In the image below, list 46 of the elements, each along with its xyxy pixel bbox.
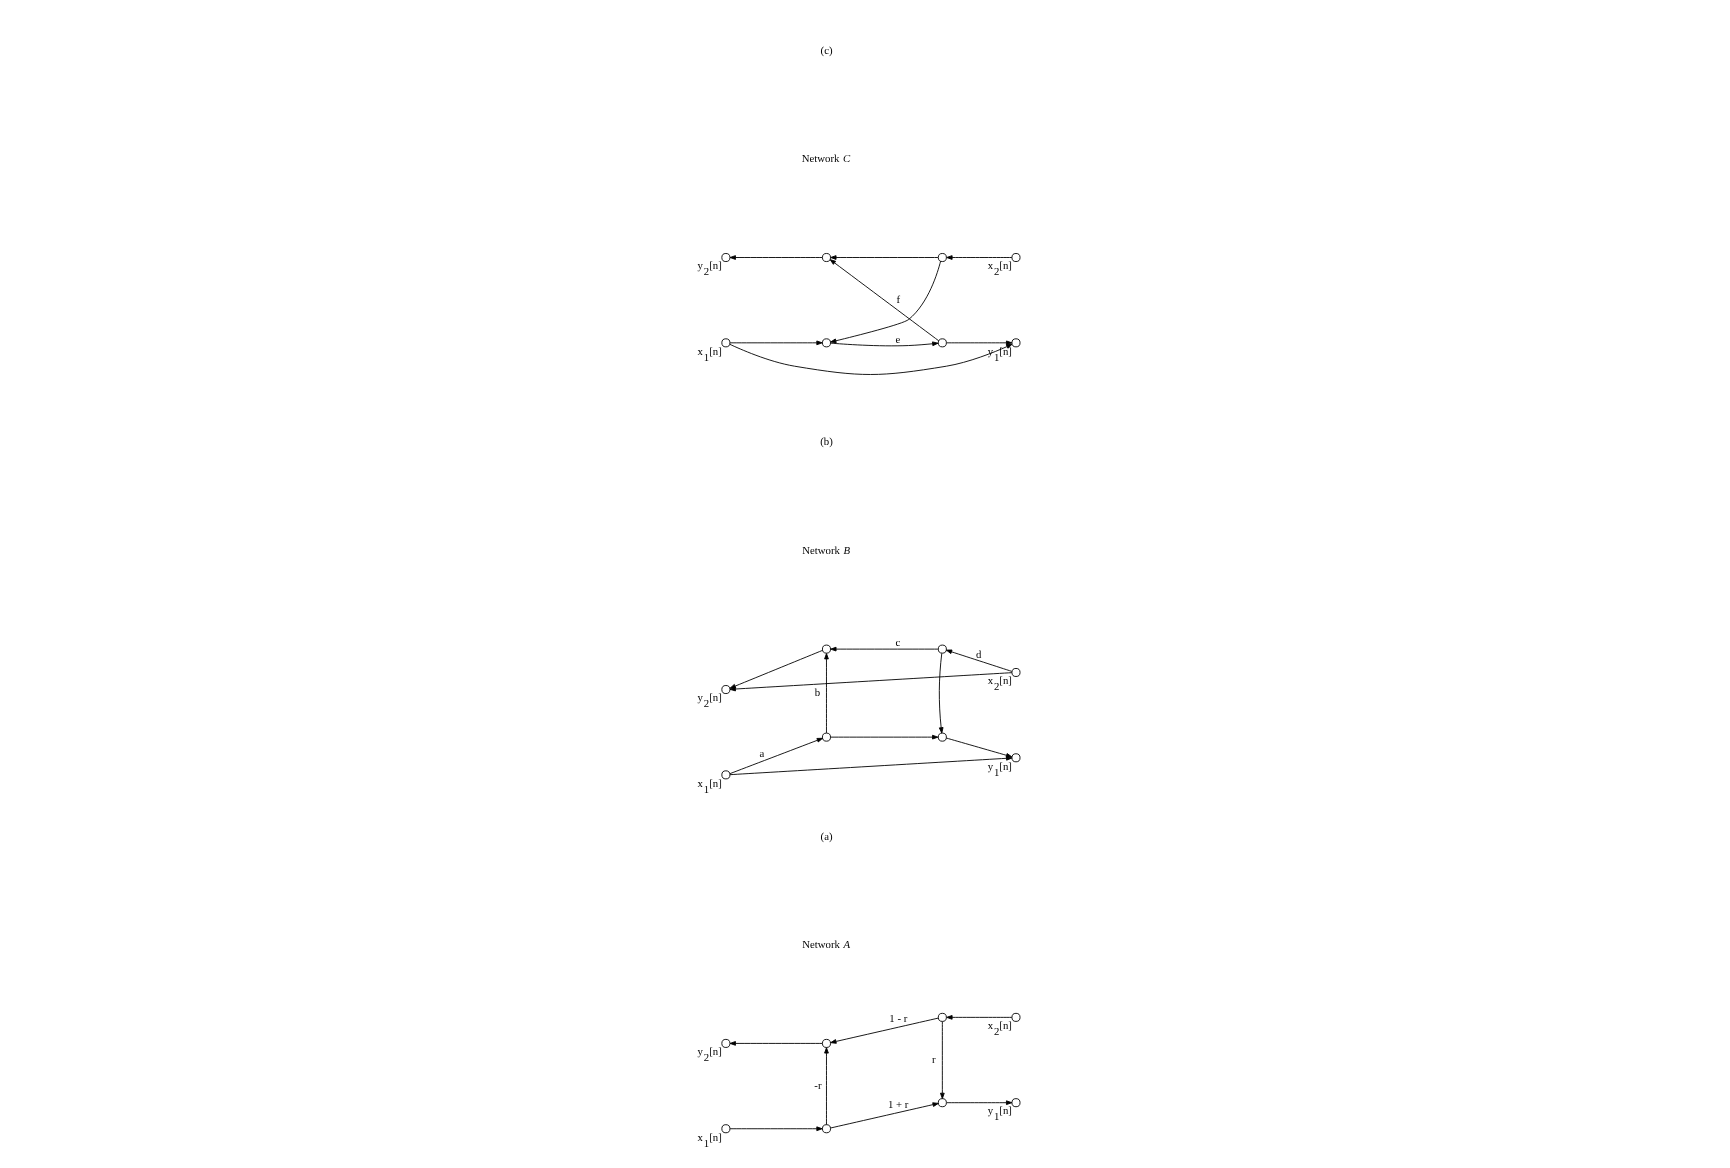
node-circle — [821, 644, 830, 654]
arrow — [829, 255, 938, 260]
arrow — [728, 1126, 822, 1132]
node-circle — [821, 1038, 830, 1048]
node-circle — [936, 253, 946, 262]
arrow — [829, 341, 938, 347]
node-circle — [936, 732, 946, 742]
node-circle — [720, 253, 730, 262]
arrow — [728, 1041, 822, 1046]
node-circle — [720, 1124, 730, 1134]
node-circle — [720, 1038, 730, 1048]
node-circle — [1010, 1098, 1020, 1108]
node-circle — [936, 1012, 946, 1022]
arrow — [829, 1017, 938, 1044]
node-circle — [936, 338, 946, 348]
arrow — [728, 737, 823, 775]
arrow — [829, 1102, 938, 1129]
arrow — [728, 343, 1012, 375]
arrow — [945, 255, 1012, 260]
arrow — [829, 734, 938, 740]
node-circle — [936, 644, 946, 654]
arrow — [829, 646, 938, 652]
node-circle — [1010, 1012, 1020, 1022]
arrow — [945, 1015, 1012, 1020]
node-circle — [720, 338, 730, 348]
node-circle — [821, 1124, 830, 1134]
node-circle — [720, 685, 730, 695]
node-circle — [1010, 253, 1020, 262]
node-circle — [821, 732, 830, 742]
arrow — [944, 649, 1012, 672]
arrow — [937, 652, 943, 734]
arrow — [823, 653, 828, 734]
node-circle — [936, 1098, 946, 1108]
arrow — [945, 1100, 1012, 1106]
node-circle — [821, 253, 830, 262]
arrow — [728, 255, 822, 260]
arrow — [728, 340, 822, 346]
node-circle — [821, 338, 830, 348]
arrow — [944, 737, 1012, 758]
arrow — [945, 340, 1012, 346]
node-circle — [1010, 753, 1020, 763]
arrow — [823, 1047, 828, 1126]
node-circle — [1010, 338, 1020, 348]
arrow — [939, 1021, 944, 1100]
node-circle — [720, 770, 730, 780]
node-circle — [1010, 667, 1020, 677]
